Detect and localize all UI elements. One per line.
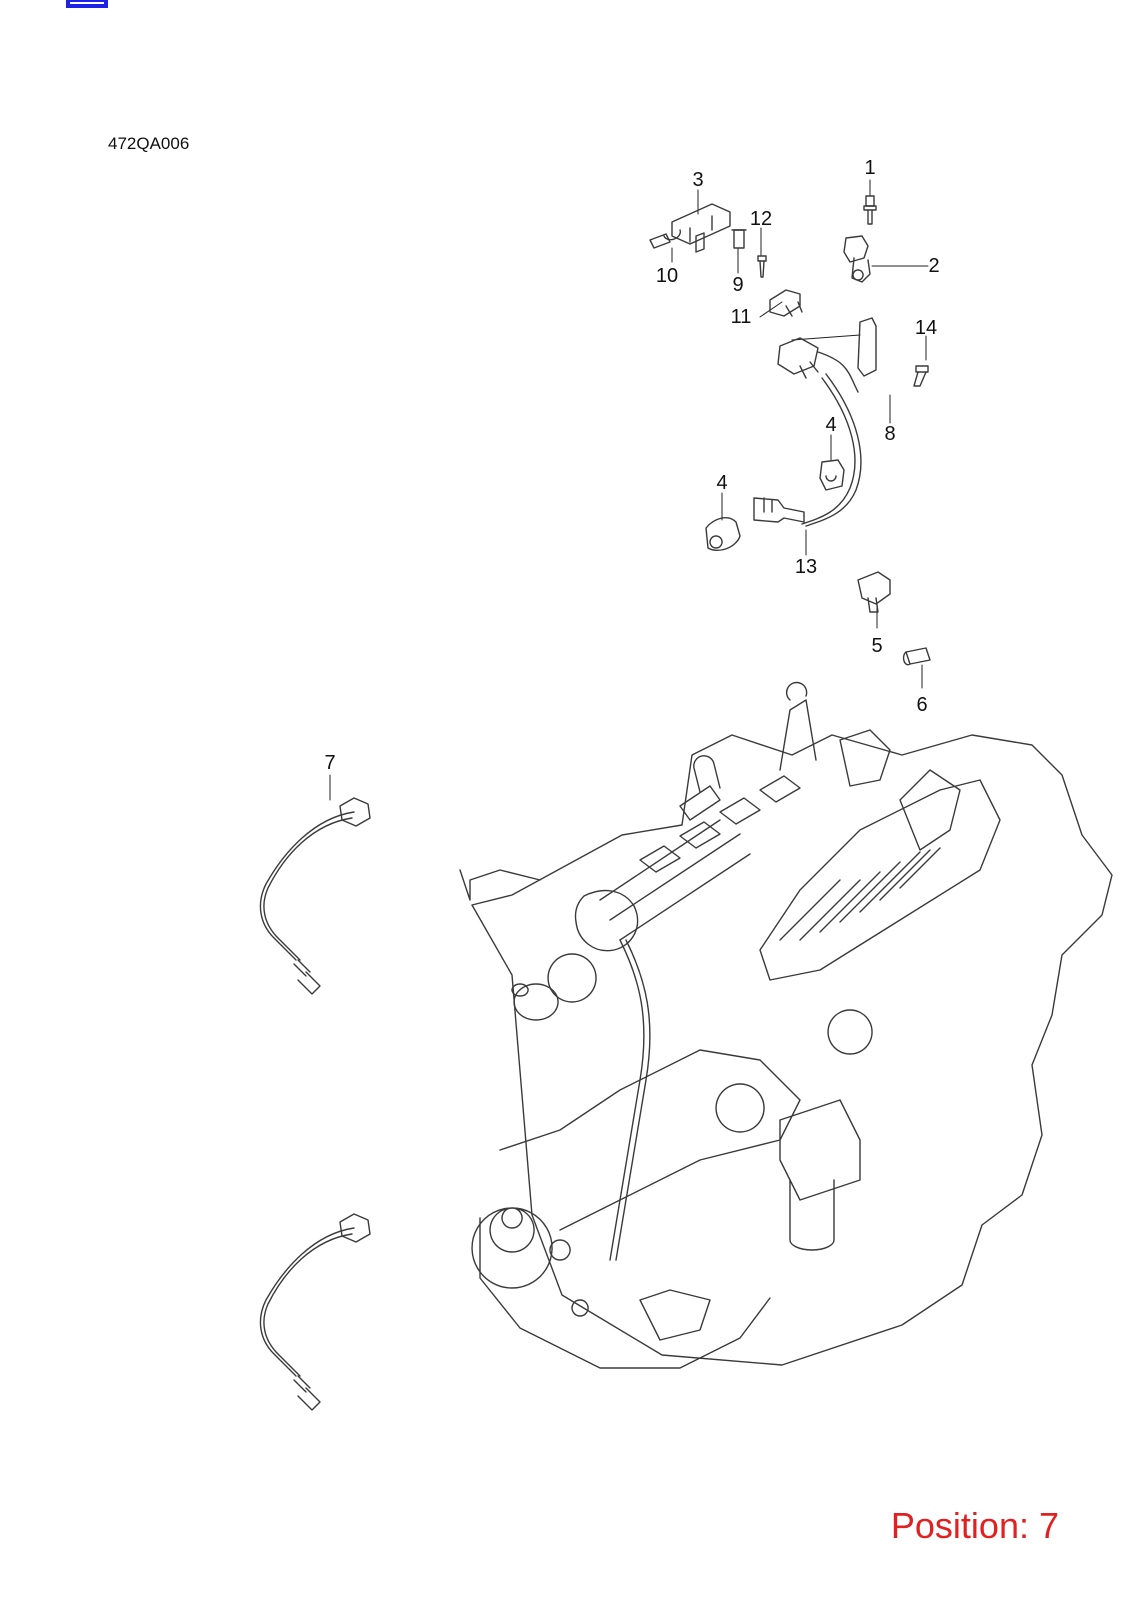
callout-9: 9 (732, 274, 744, 296)
diagram-code: 472QA006 (108, 134, 190, 153)
corner-mark-icon (66, 0, 108, 8)
callout-12: 12 (749, 208, 773, 230)
part-14-bolt (913, 365, 929, 387)
callout-4a: 4 (825, 414, 837, 436)
part-1-bolt (863, 195, 877, 225)
callout-5: 5 (871, 635, 883, 657)
part-5-sensor (857, 571, 891, 613)
callout-3: 3 (692, 169, 704, 191)
part-4-knock-sensor-a (819, 459, 845, 491)
leader-lines (329, 179, 929, 801)
part-4-knock-sensor-b (705, 517, 741, 552)
callout-13: 13 (794, 556, 818, 578)
callout-7: 7 (324, 752, 336, 774)
part-12-screw (757, 255, 767, 278)
engine-assembly (459, 681, 1113, 1369)
callout-1: 1 (864, 157, 876, 179)
part-11-sensor (769, 289, 803, 317)
callout-14: 14 (914, 317, 938, 339)
part-9-connector (731, 229, 747, 249)
callout-4b: 4 (716, 472, 728, 494)
part-2-sensor (843, 235, 871, 283)
part-7-o2-sensor-lower (259, 1213, 371, 1411)
position-label: Position: 7 (890, 1505, 1059, 1546)
callout-11: 11 (730, 306, 752, 328)
part-8-harness (777, 317, 877, 527)
part-13-o2-sensor (753, 497, 805, 523)
callout-8: 8 (884, 423, 896, 445)
callout-6: 6 (916, 694, 928, 716)
callout-10: 10 (655, 265, 679, 287)
part-7-o2-sensor-upper (259, 797, 371, 995)
part-6-cap (902, 647, 931, 666)
callout-2: 2 (928, 255, 940, 277)
part-3-valve (649, 203, 731, 253)
